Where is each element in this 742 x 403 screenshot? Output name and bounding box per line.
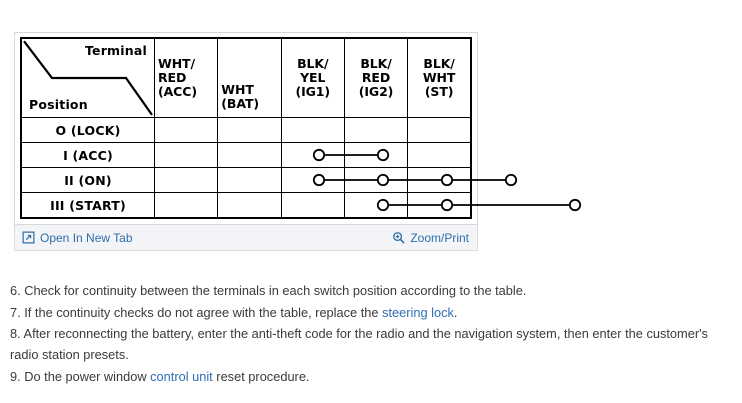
step-8-number: 8. — [10, 326, 24, 342]
position-label-acc: I (ACC) — [20, 142, 155, 168]
step-9-number: 9. — [10, 368, 25, 384]
column-header-bat: WHT (BAT) — [217, 37, 282, 118]
zoom-print-label: Zoom/Print — [410, 230, 469, 245]
cell-lock-st — [407, 117, 472, 143]
zoom-print-button[interactable]: Zoom/Print — [392, 231, 469, 245]
step-7-text-post: . — [453, 304, 458, 320]
cell-on-st — [407, 167, 472, 193]
column-header-ig1-line3: (IG1) — [295, 84, 331, 99]
column-header-ig2-line3: (IG2) — [358, 84, 394, 99]
table-body: O (LOCK) I (ACC) — [20, 117, 582, 219]
magnifier-plus-icon — [392, 231, 405, 244]
step-6-text: Check for continuity between the termina… — [24, 283, 527, 298]
column-header-acc-line3: (ACC) — [158, 84, 197, 99]
column-header-st-line3: (ST) — [424, 84, 454, 99]
open-in-new-tab-button[interactable]: Open In New Tab — [22, 231, 133, 245]
cell-acc-ig2 — [343, 142, 409, 168]
control-unit-link[interactable]: control unit — [150, 368, 213, 384]
column-header-st-line2: WHT — [422, 70, 456, 85]
column-header-ig1-line2: YEL — [300, 70, 326, 85]
step-6: 6. Check for continuity between the term… — [10, 281, 734, 302]
position-label-on: II (ON) — [20, 167, 155, 193]
cell-start-ig2 — [343, 192, 409, 219]
open-in-new-tab-label: Open In New Tab — [40, 230, 133, 245]
table-row: III (START) — [20, 192, 582, 219]
column-header-ig2-line1: BLK/ — [360, 56, 392, 71]
cell-acc-acc — [153, 142, 390, 168]
cell-lock-bat — [217, 117, 282, 143]
step-8: 8. After reconnecting the battery, enter… — [10, 324, 734, 365]
step-7: 7. If the continuity checks do not agree… — [10, 303, 734, 324]
cell-on-ig2 — [343, 167, 409, 193]
cell-start-acc — [153, 192, 582, 219]
cell-lock-acc — [153, 117, 219, 143]
cell-acc-ig1 — [280, 142, 345, 168]
column-header-st-line1: BLK/ — [423, 56, 455, 71]
figure-frame: Terminal Position WHT/ RED (ACC) WHT (BA… — [14, 32, 582, 225]
cell-lock-ig1 — [280, 117, 345, 143]
cell-on-ig1 — [280, 167, 345, 193]
figure-toolbar: Open In New Tab Zoom/Print — [14, 225, 478, 251]
cell-acc-bat — [217, 142, 282, 168]
step-6-number: 6. — [10, 283, 25, 298]
cell-on-bat — [217, 167, 282, 193]
cell-start-st — [407, 192, 472, 219]
table-row: II (ON) — [20, 167, 518, 193]
step-9-text-pre: Do the power window — [24, 368, 151, 384]
step-9: 9. Do the power window control unit rese… — [10, 367, 734, 388]
position-label-start: III (START) — [20, 192, 155, 219]
column-header-ig2: BLK/ RED (IG2) — [343, 37, 409, 118]
column-header-bat-line1: WHT — [221, 82, 254, 97]
step-9-text-post: reset procedure. — [212, 368, 310, 384]
instruction-steps: 6. Check for continuity between the term… — [10, 281, 734, 389]
column-header-acc-line2: RED — [158, 70, 187, 85]
table-row: I (ACC) — [20, 142, 472, 168]
corner-position-label: Position — [29, 97, 88, 112]
corner-terminal-label: Terminal — [84, 43, 147, 58]
corner-header-cell: Terminal Position — [20, 37, 155, 118]
step-7-number: 7. — [10, 304, 25, 320]
step-7-text-pre: If the continuity checks do not agree wi… — [24, 304, 383, 320]
step-8-text: After reconnecting the battery, enter th… — [10, 326, 708, 363]
cell-start-bat — [217, 192, 282, 219]
table-header: Terminal Position WHT/ RED (ACC) WHT (BA… — [20, 37, 472, 118]
column-header-ig1: BLK/ YEL (IG1) — [280, 37, 345, 118]
column-header-bat-line2: (BAT) — [221, 96, 259, 111]
column-header-ig2-line2: RED — [361, 70, 391, 85]
cell-start-ig1 — [280, 192, 345, 219]
open-in-new-tab-icon — [22, 231, 35, 244]
position-label-lock: O (LOCK) — [20, 117, 155, 143]
continuity-table: Terminal Position WHT/ RED (ACC) WHT (BA… — [20, 37, 582, 219]
table-header-row: Terminal Position WHT/ RED (ACC) WHT (BA… — [20, 37, 472, 118]
column-header-acc-line1: WHT/ — [158, 56, 195, 71]
corner-diagonal-divider-icon — [22, 39, 154, 117]
cell-lock-ig2 — [343, 117, 409, 143]
column-header-ig1-line1: BLK/ — [297, 56, 329, 71]
cell-on-acc — [153, 167, 518, 193]
column-header-acc: WHT/ RED (ACC) — [153, 37, 219, 118]
cell-acc-st — [407, 142, 472, 168]
steering-lock-link[interactable]: steering lock — [382, 304, 454, 320]
figure-block: Terminal Position WHT/ RED (ACC) WHT (BA… — [14, 32, 582, 251]
table-row: O (LOCK) — [20, 117, 472, 143]
column-header-st: BLK/ WHT (ST) — [407, 37, 472, 118]
